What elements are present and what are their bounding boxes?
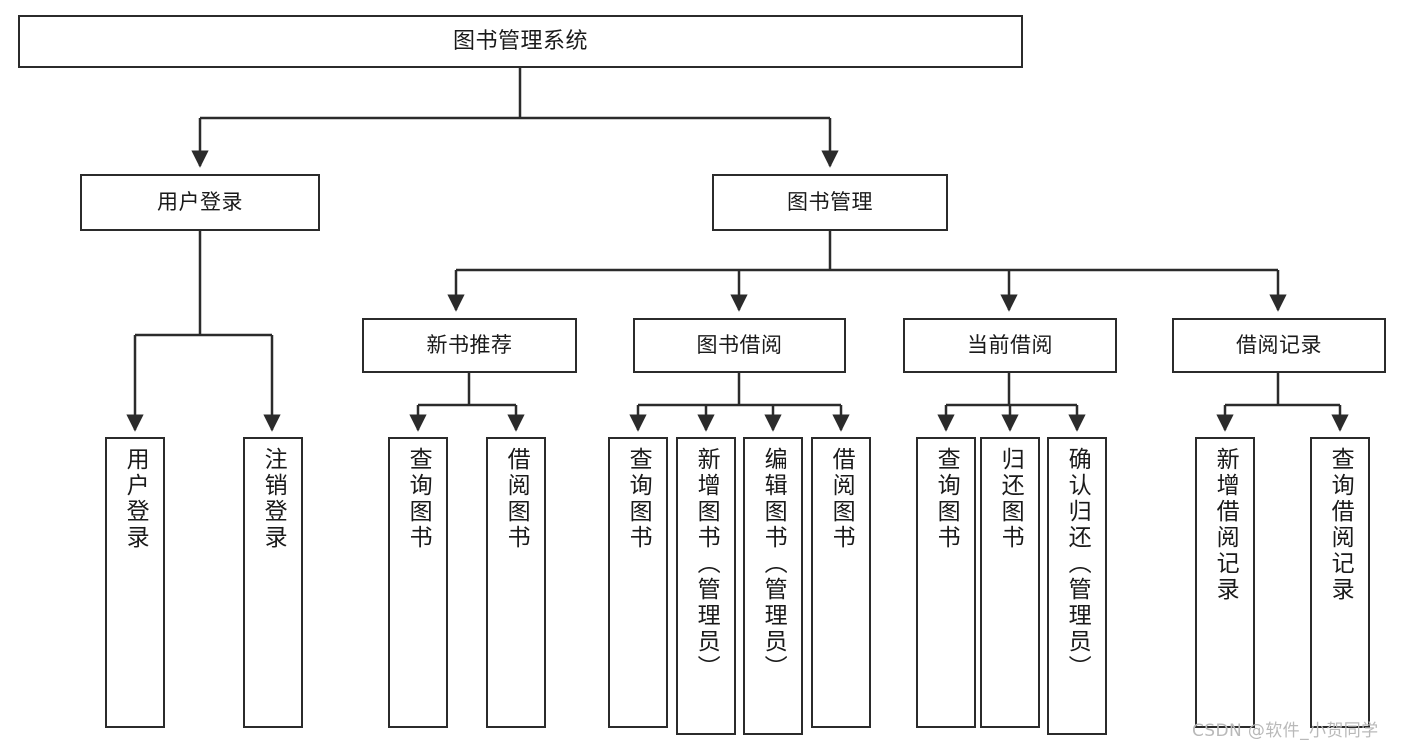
- node-leaf-edit-book-admin-label: 编辑图书（管理员）: [760, 447, 787, 681]
- node-leaf-query-borrow-record[interactable]: 查询借阅记录: [1310, 437, 1370, 728]
- node-leaf-query-book-current[interactable]: 查询图书: [916, 437, 976, 728]
- node-level1-user-login[interactable]: 用户登录: [80, 174, 320, 231]
- node-level2-borrow-record-label: 借阅记录: [1236, 333, 1322, 358]
- node-level2-current-borrow-label: 当前借阅: [967, 333, 1053, 358]
- node-root-label: 图书管理系统: [452, 28, 588, 54]
- node-leaf-add-borrow-record[interactable]: 新增借阅记录: [1195, 437, 1255, 728]
- node-root[interactable]: 图书管理系统: [18, 15, 1023, 68]
- node-level1-book-management-label: 图书管理: [787, 190, 873, 215]
- node-leaf-query-borrow-record-label: 查询借阅记录: [1327, 447, 1354, 603]
- node-leaf-user-login[interactable]: 用户登录: [105, 437, 165, 728]
- csdn-watermark: CSDN @软件_小贺同学: [1192, 721, 1379, 741]
- node-leaf-borrow-book-recommend-label: 借阅图书: [503, 447, 530, 551]
- node-leaf-add-book-admin-label: 新增图书（管理员）: [693, 447, 720, 681]
- node-leaf-query-book-borrow[interactable]: 查询图书: [608, 437, 668, 728]
- node-leaf-borrow-book-label: 借阅图书: [828, 447, 855, 551]
- node-leaf-borrow-book[interactable]: 借阅图书: [811, 437, 871, 728]
- node-level1-book-management[interactable]: 图书管理: [712, 174, 948, 231]
- node-leaf-query-book-borrow-label: 查询图书: [625, 447, 652, 551]
- node-leaf-borrow-book-recommend[interactable]: 借阅图书: [486, 437, 546, 728]
- node-leaf-query-book-recommend[interactable]: 查询图书: [388, 437, 448, 728]
- node-leaf-return-book-label: 归还图书: [997, 447, 1024, 551]
- node-leaf-return-book[interactable]: 归还图书: [980, 437, 1040, 728]
- node-leaf-edit-book-admin[interactable]: 编辑图书（管理员）: [743, 437, 803, 735]
- node-leaf-add-book-admin[interactable]: 新增图书（管理员）: [676, 437, 736, 735]
- node-level2-new-book-recommend[interactable]: 新书推荐: [362, 318, 577, 373]
- node-level2-borrow-record[interactable]: 借阅记录: [1172, 318, 1386, 373]
- node-level2-current-borrow[interactable]: 当前借阅: [903, 318, 1117, 373]
- node-leaf-query-book-current-label: 查询图书: [933, 447, 960, 551]
- node-leaf-add-borrow-record-label: 新增借阅记录: [1212, 447, 1239, 603]
- node-level2-book-borrow-label: 图书借阅: [696, 333, 783, 358]
- node-leaf-logout-label: 注销登录: [260, 447, 287, 551]
- node-leaf-confirm-return-admin[interactable]: 确认归还（管理员）: [1047, 437, 1107, 735]
- node-leaf-user-login-label: 用户登录: [122, 447, 149, 551]
- node-leaf-logout[interactable]: 注销登录: [243, 437, 303, 728]
- node-leaf-query-book-recommend-label: 查询图书: [405, 447, 432, 551]
- node-level1-user-login-label: 用户登录: [157, 190, 243, 215]
- node-level2-book-borrow[interactable]: 图书借阅: [633, 318, 846, 373]
- node-leaf-confirm-return-admin-label: 确认归还（管理员）: [1064, 447, 1091, 681]
- node-level2-new-book-recommend-label: 新书推荐: [426, 333, 513, 358]
